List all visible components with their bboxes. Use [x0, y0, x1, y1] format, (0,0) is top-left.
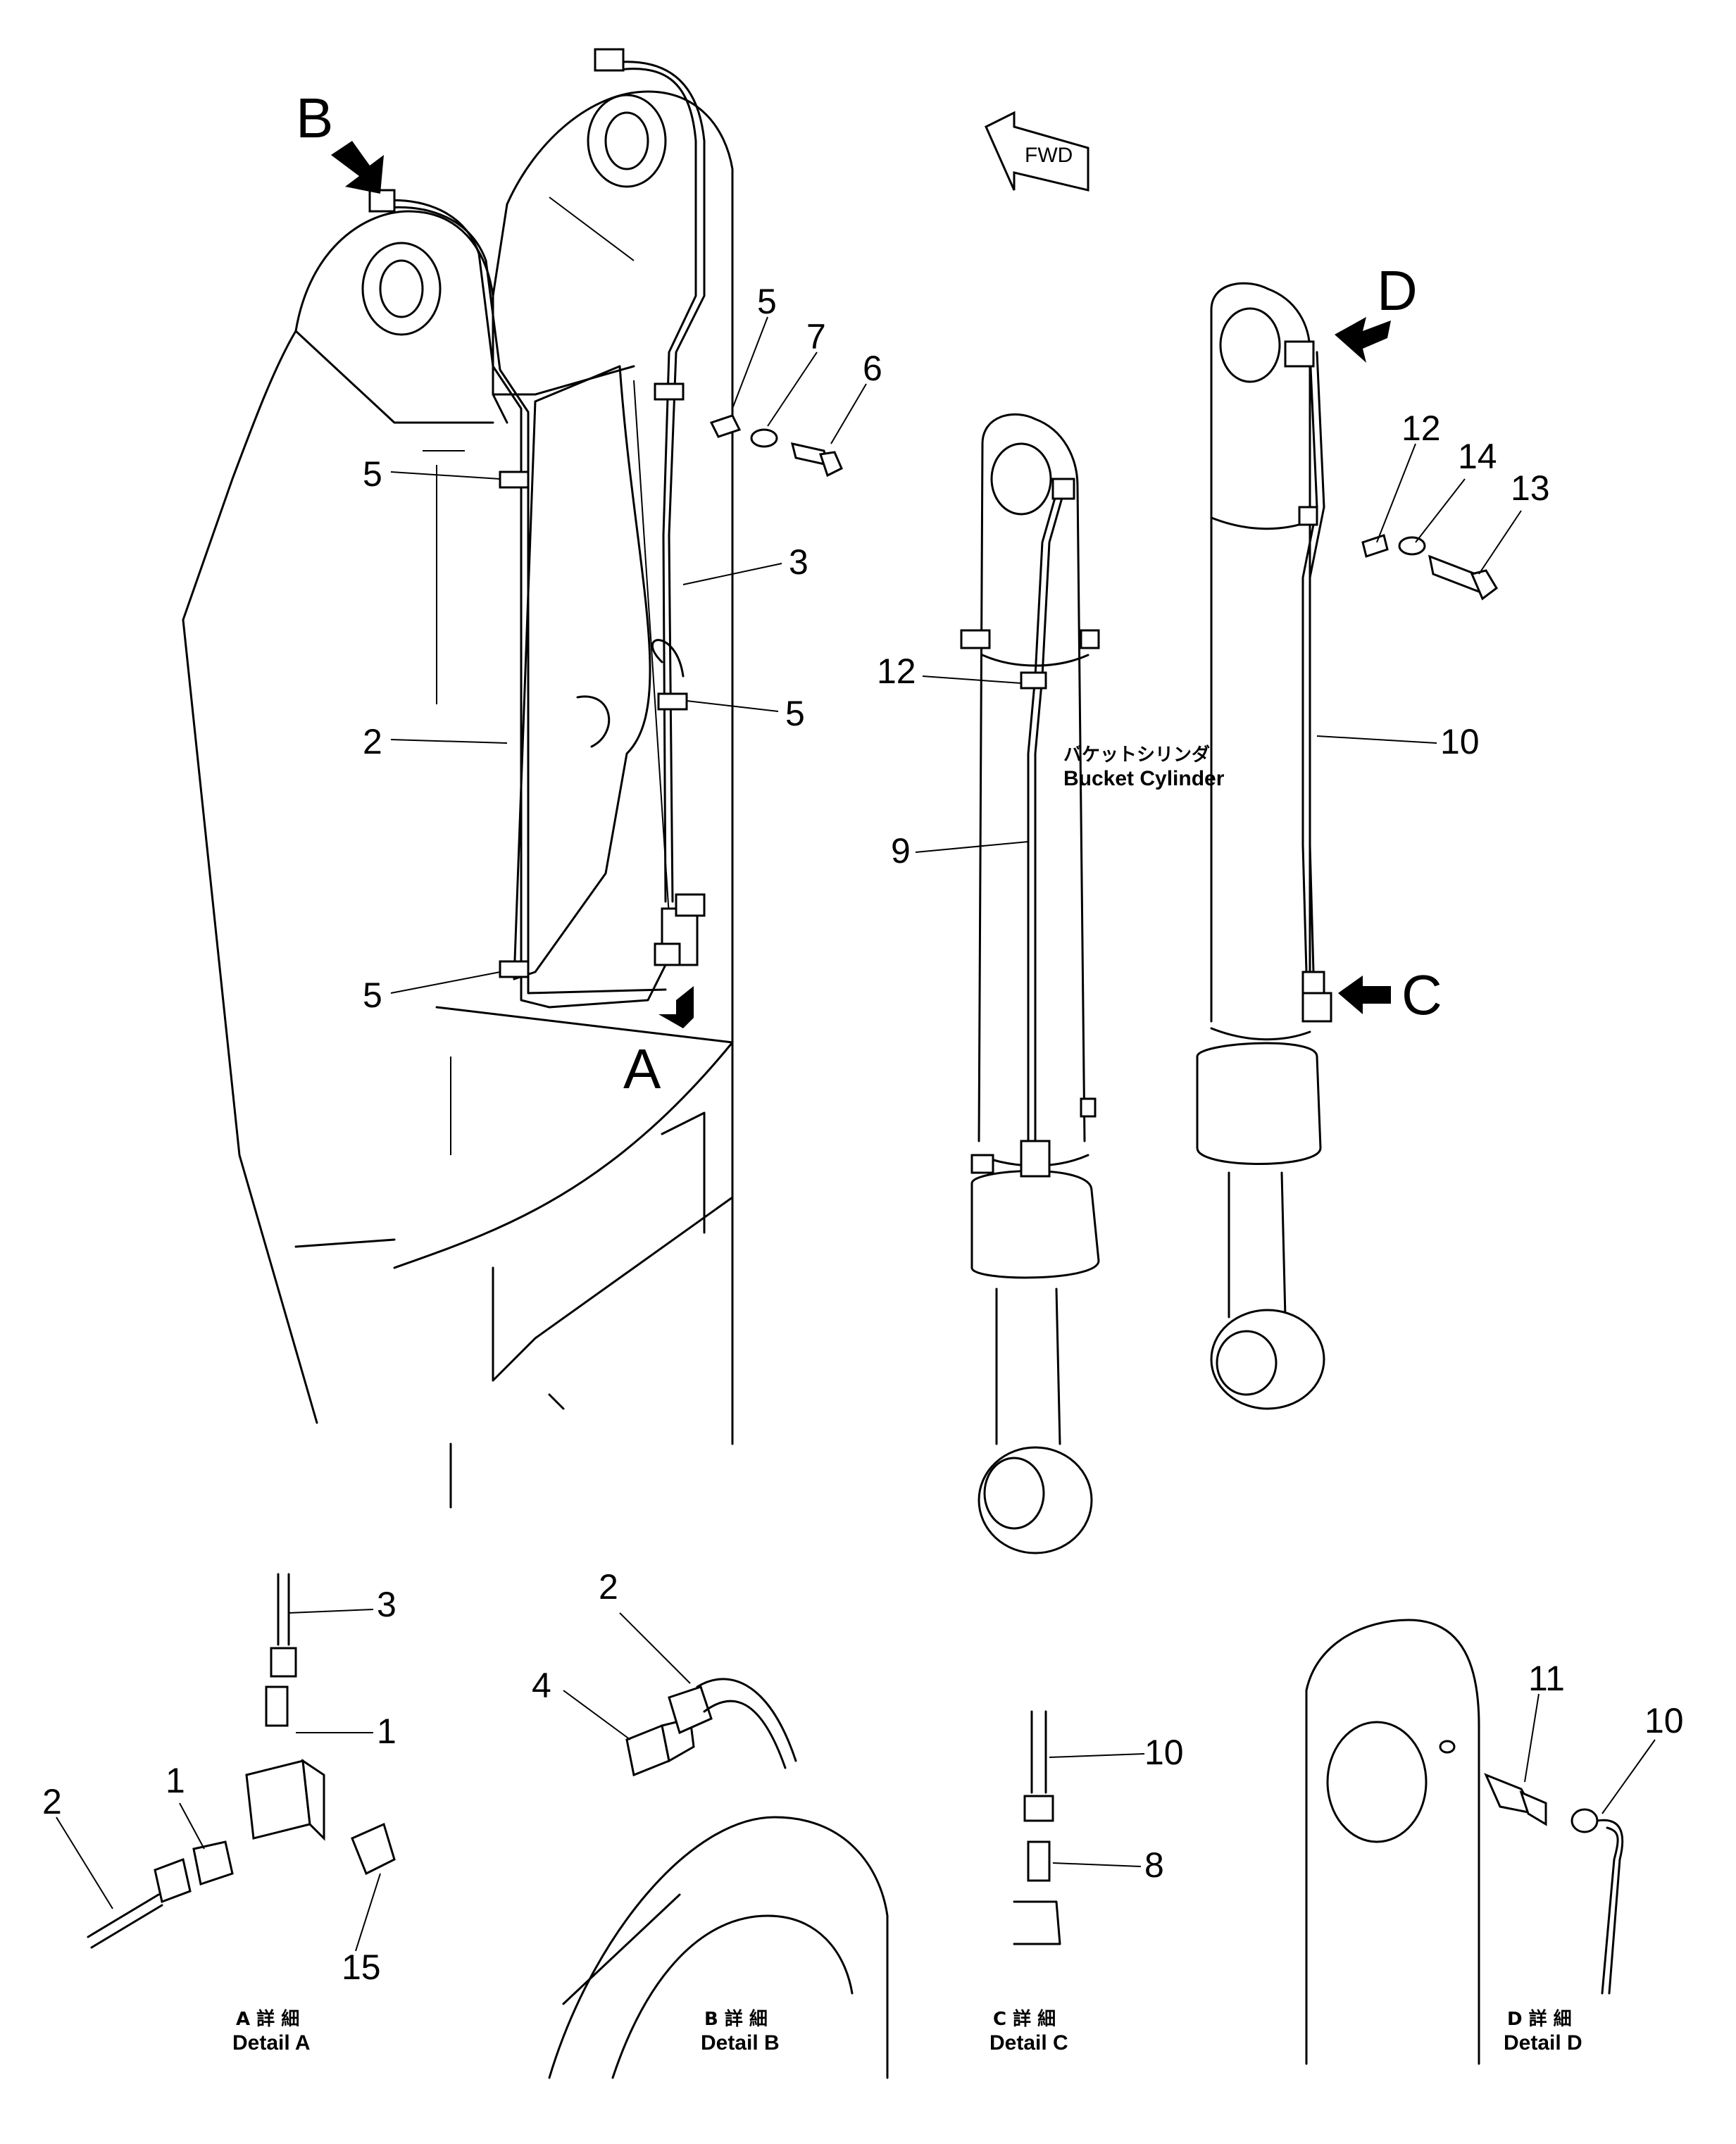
view-arrow-b-icon [331, 141, 384, 194]
view-letter-a: A [623, 1037, 661, 1100]
callout-10: 10 [1144, 1733, 1184, 1772]
bolt-group-upper [709, 414, 843, 478]
bolt-group-cyl10 [1361, 534, 1498, 601]
callout-labels: 5 2 5 3 5 5 7 6 12 9 10 12 14 13 3 1 1 2… [42, 282, 1684, 1987]
callout-2: 2 [363, 722, 382, 761]
grease-line-9 [1020, 478, 1075, 1178]
callout-4: 4 [532, 1666, 551, 1705]
callout-2: 2 [42, 1782, 62, 1821]
view-letter-d: D [1377, 259, 1418, 322]
cylinder-10 [1196, 282, 1325, 1410]
callout-7: 7 [806, 317, 826, 356]
view-letter-b: B [296, 87, 333, 149]
callout-12: 12 [1401, 409, 1441, 448]
callout-12: 12 [877, 652, 916, 691]
detail-captions: A 詳 細 Detail A B 詳 細 Detail B C 詳 細 Deta… [232, 2008, 1582, 2055]
callout-5: 5 [757, 282, 777, 321]
cylinder-label-en: Bucket Cylinder [1063, 767, 1225, 790]
cylinder-label-jp: バケットシリンダ [1063, 744, 1210, 766]
callout-13: 13 [1511, 468, 1550, 508]
callout-11: 11 [1528, 1659, 1565, 1698]
view-letters: B A D C [296, 87, 1442, 1100]
detail-b-en: Detail B [701, 2031, 780, 2055]
callout-10: 10 [1440, 722, 1480, 761]
detail-d-illustration [1305, 1619, 1656, 2065]
grease-line-3 [604, 61, 706, 903]
arm-assembly [182, 90, 734, 1509]
callout-15: 15 [342, 1947, 381, 1987]
detail-b-jp: B 詳 細 [704, 2008, 768, 2030]
callout-1: 1 [166, 1761, 185, 1800]
detail-d-jp: D 詳 細 [1507, 2008, 1572, 2030]
fwd-label: FWD [1025, 144, 1073, 167]
view-arrow-c-icon [1338, 976, 1391, 1014]
cylinder-9 [960, 413, 1100, 1554]
callout-6: 6 [863, 349, 882, 388]
detail-c-illustration [1013, 1710, 1145, 1945]
callout-10: 10 [1644, 1701, 1684, 1740]
detail-c-en: Detail C [989, 2031, 1068, 2055]
cylinder-caption: バケットシリンダ Bucket Cylinder [1063, 744, 1225, 790]
grease-line-2 [379, 199, 670, 1009]
clamp-5-set [368, 48, 688, 978]
junction-block [654, 893, 706, 966]
view-arrows [331, 141, 1391, 1028]
grease-line-10 [1284, 340, 1332, 1023]
callout-14: 14 [1458, 437, 1497, 476]
callout-3: 3 [377, 1585, 396, 1624]
callout-3: 3 [789, 542, 808, 582]
detail-b-illustration [548, 1612, 889, 2079]
callout-2: 2 [599, 1567, 618, 1607]
view-letter-c: C [1401, 964, 1442, 1026]
detail-c-jp: C 詳 細 [993, 2008, 1056, 2030]
view-arrow-a-icon [658, 986, 694, 1028]
detail-a-jp: A 詳 細 [236, 2008, 299, 2030]
callout-8: 8 [1144, 1845, 1164, 1885]
view-arrow-d-icon [1335, 317, 1391, 363]
callout-1: 1 [377, 1712, 396, 1751]
callout-9: 9 [891, 831, 911, 871]
callout-5: 5 [363, 976, 382, 1015]
callout-5: 5 [785, 694, 805, 733]
detail-a-illustration [56, 1573, 396, 1952]
leader-lines [390, 316, 1522, 994]
callout-5: 5 [363, 454, 382, 494]
detail-d-en: Detail D [1504, 2031, 1582, 2055]
detail-a-en: Detail A [232, 2031, 311, 2055]
fwd-arrow-icon: FWD [985, 111, 1089, 192]
